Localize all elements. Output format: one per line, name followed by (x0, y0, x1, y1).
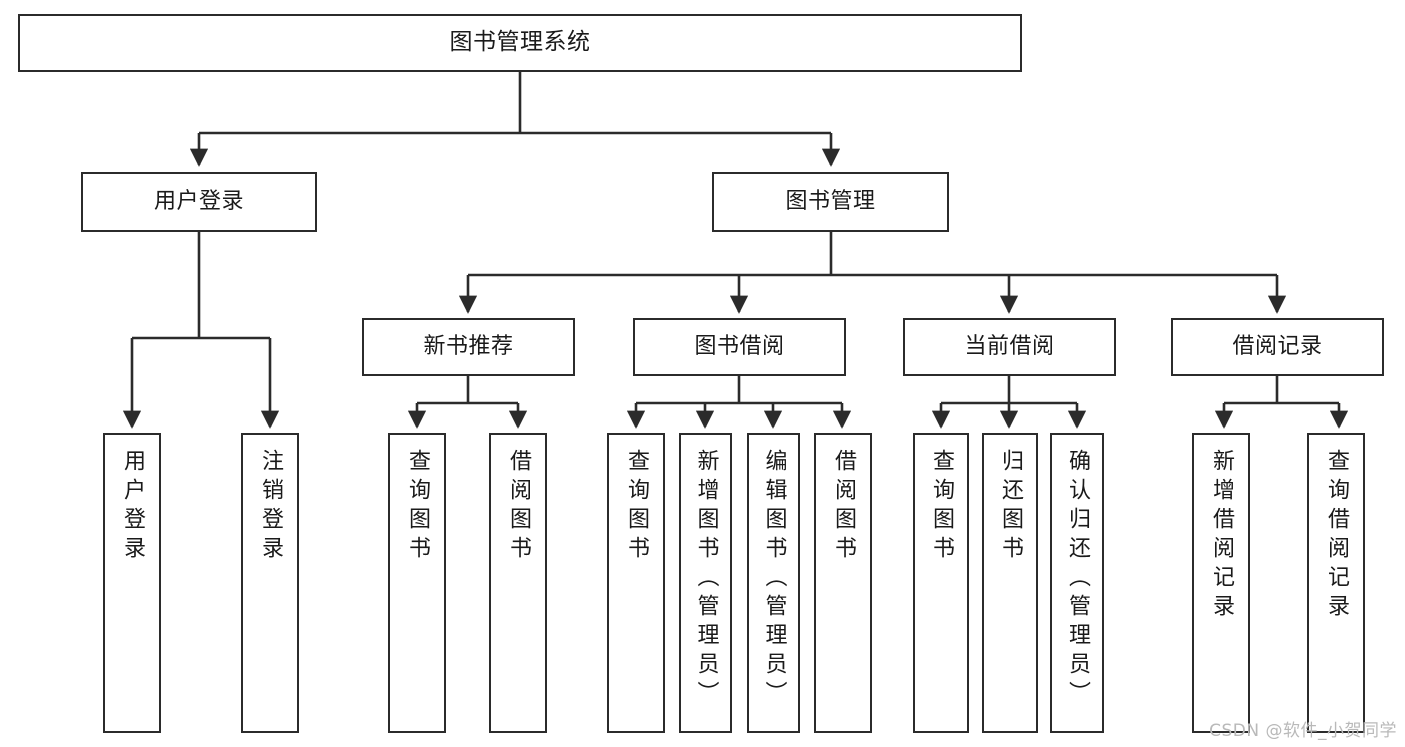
node-borrow-record[interactable]: 借阅记录 (1171, 318, 1384, 376)
leaf-query-book-borrow[interactable]: 查询图书 (607, 433, 665, 733)
node-current-borrow[interactable]: 当前借阅 (903, 318, 1116, 376)
node-label: 借阅图书 (506, 449, 531, 565)
leaf-borrow-book-borrow[interactable]: 借阅图书 (814, 433, 872, 733)
leaf-add-book-admin[interactable]: 新增图书（管理员） (679, 433, 732, 733)
node-label: 归还图书 (998, 449, 1023, 565)
csdn-watermark: CSDN @软件_小贺同学 (1209, 721, 1397, 741)
node-label: 借阅图书 (831, 449, 856, 565)
leaf-user-login[interactable]: 用户登录 (103, 433, 161, 733)
node-label: 查询图书 (929, 449, 954, 565)
node-label: 借阅记录 (1232, 334, 1323, 360)
leaf-confirm-return-admin[interactable]: 确认归还（管理员） (1050, 433, 1104, 733)
node-label: 用户登录 (120, 449, 145, 565)
leaf-edit-book-admin[interactable]: 编辑图书（管理员） (747, 433, 800, 733)
leaf-query-book-recommend[interactable]: 查询图书 (388, 433, 446, 733)
node-label: 图书借阅 (694, 334, 785, 360)
leaf-return-book[interactable]: 归还图书 (982, 433, 1038, 733)
node-book-borrow[interactable]: 图书借阅 (633, 318, 846, 376)
node-label: 确认归还（管理员） (1065, 449, 1090, 710)
node-root-book-management-system[interactable]: 图书管理系统 (18, 14, 1022, 72)
leaf-borrow-book-recommend[interactable]: 借阅图书 (489, 433, 547, 733)
node-label: 查询图书 (405, 449, 430, 565)
node-label: 新增图书（管理员） (693, 449, 719, 710)
leaf-user-logout[interactable]: 注销登录 (241, 433, 299, 733)
node-label: 图书管理系统 (449, 29, 591, 56)
node-label: 图书管理 (785, 189, 876, 215)
node-book-management[interactable]: 图书管理 (712, 172, 949, 232)
node-label: 新增借阅记录 (1209, 449, 1234, 623)
node-label: 新书推荐 (423, 334, 514, 360)
leaf-query-book-current[interactable]: 查询图书 (913, 433, 969, 733)
node-label: 用户登录 (153, 189, 244, 215)
node-label: 注销登录 (258, 449, 283, 565)
leaf-add-borrow-record[interactable]: 新增借阅记录 (1192, 433, 1250, 733)
node-user-login[interactable]: 用户登录 (81, 172, 317, 232)
node-label: 查询图书 (624, 449, 649, 565)
node-label: 编辑图书（管理员） (761, 449, 787, 710)
node-label: 查询借阅记录 (1324, 449, 1349, 623)
node-label: 当前借阅 (964, 334, 1055, 360)
leaf-query-borrow-record[interactable]: 查询借阅记录 (1307, 433, 1365, 733)
node-new-book-recommend[interactable]: 新书推荐 (362, 318, 575, 376)
